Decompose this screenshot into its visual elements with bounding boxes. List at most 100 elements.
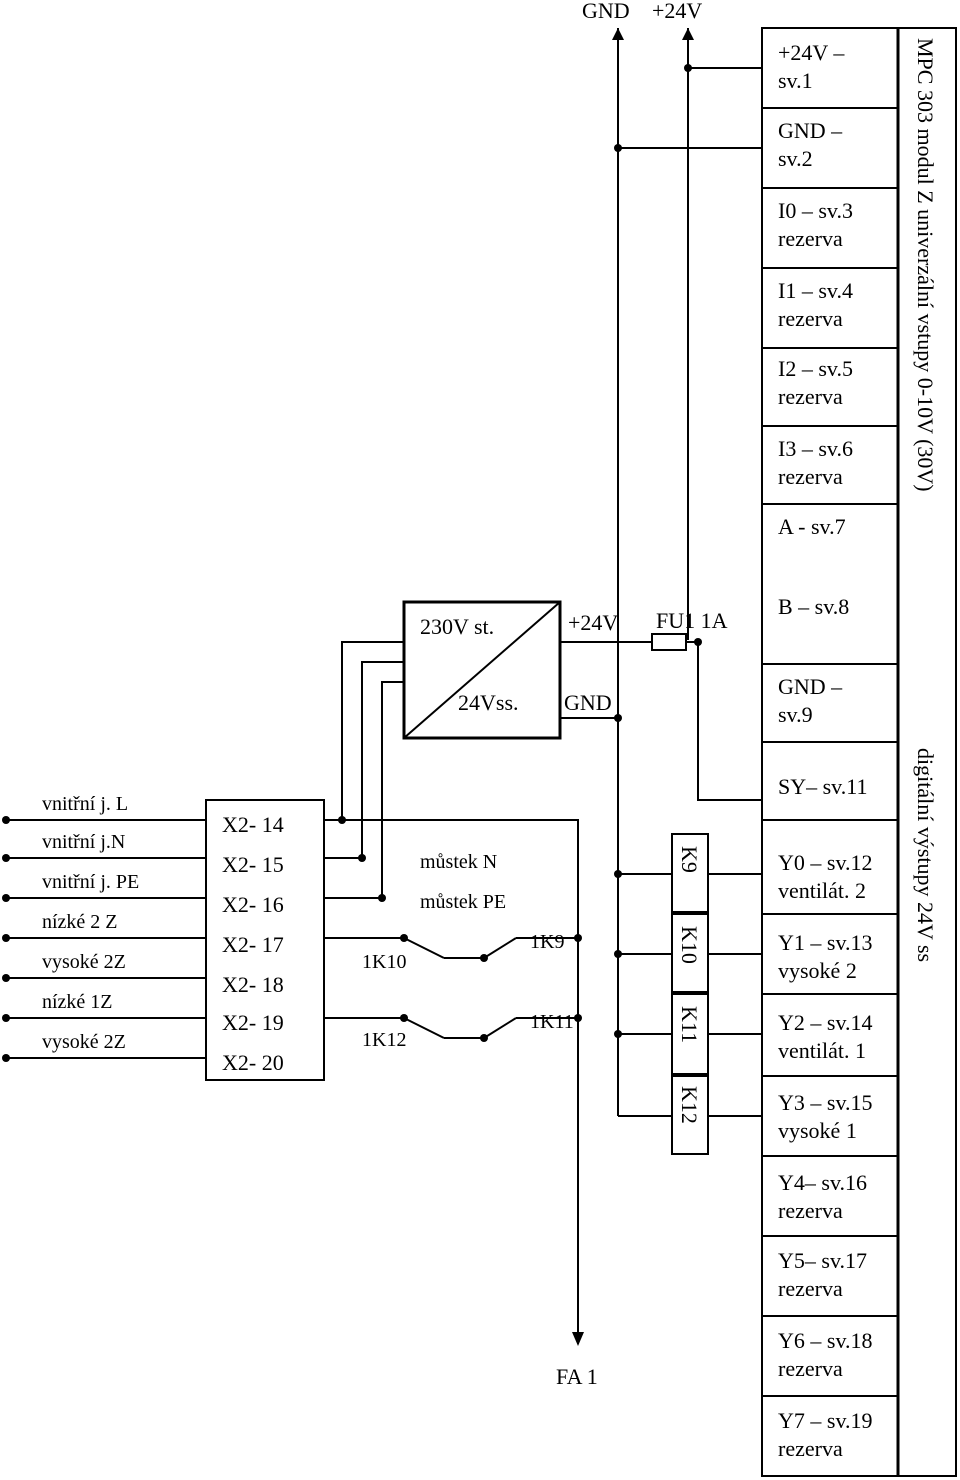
rail-24v-label: +24V — [652, 0, 702, 23]
junction-dot — [378, 894, 386, 902]
relay-label: K9 — [677, 846, 702, 873]
input-cell-line1: I3 – sv.6 — [778, 436, 853, 461]
contact-blade — [403, 937, 445, 959]
psu-ac-label: 230V st. — [420, 614, 494, 639]
terminal-label: X2- 16 — [222, 892, 284, 917]
gnd9-line2: sv.9 — [778, 702, 813, 727]
terminal-dot — [2, 1054, 10, 1062]
rail-gnd-arrow — [612, 28, 624, 40]
fuse-label: FU1 1A — [656, 608, 728, 633]
output-cell-line2: rezerva — [778, 1356, 843, 1381]
junction-dot — [684, 64, 692, 72]
input-cell-line1: GND – — [778, 118, 843, 143]
output-cell-line1: Y5– sv.17 — [778, 1248, 867, 1273]
terminal-dot — [2, 934, 10, 942]
terminal-dot — [2, 816, 10, 824]
terminal-label: X2- 20 — [222, 1050, 284, 1075]
psu-box — [402, 600, 562, 740]
junction-dot — [574, 1014, 582, 1022]
junction-dot — [574, 934, 582, 942]
output-cell-line2: vysoké 2 — [778, 958, 857, 983]
relay-label: K11 — [677, 1006, 702, 1043]
fa1-label: FA 1 — [556, 1364, 598, 1389]
mpc-module: MPC 303 modul Z univerzální vstupy 0-10V… — [761, 27, 957, 1477]
output-cell-line1: Y3 – sv.15 — [778, 1090, 873, 1115]
contact-label-1k11: 1K11 — [530, 1011, 574, 1033]
rail-gnd-label: GND — [582, 0, 630, 23]
a-terminal-label: A - sv.7 — [778, 514, 846, 539]
wire-l-to-fa1 — [324, 819, 579, 1344]
contact-blade — [483, 1017, 517, 1039]
input-label: nízké 2 Z — [42, 911, 118, 933]
contact-label-1k9: 1K9 — [530, 931, 564, 953]
output-cell-line1: Y0 – sv.12 — [778, 850, 873, 875]
input-cell-line1: I2 – sv.5 — [778, 356, 853, 381]
terminal-dot — [2, 974, 10, 982]
terminal-block-border — [205, 799, 325, 1081]
input-label: vysoké 2Z — [42, 1031, 126, 1053]
wire-ac-pe — [381, 681, 404, 898]
contact-label-1k12: 1K12 — [362, 1029, 406, 1051]
input-cell-line1: I1 – sv.4 — [778, 278, 853, 303]
psu-diagonal — [403, 601, 561, 739]
relay-label: K12 — [677, 1086, 702, 1124]
input-cell-line2: rezerva — [778, 226, 843, 251]
wire-ac-n — [361, 661, 404, 858]
psu-plus-label: +24V — [568, 610, 618, 635]
wire-24v-to-sy — [697, 642, 762, 801]
terminal-label: X2- 18 — [222, 972, 284, 997]
output-cell-line1: SY– sv.11 — [778, 774, 867, 799]
output-cell-line2: rezerva — [778, 1198, 843, 1223]
terminal-label: X2- 19 — [222, 1010, 284, 1035]
input-cell-line2: rezerva — [778, 464, 843, 489]
junction-dot — [614, 870, 622, 878]
output-cell-line1: Y1 – sv.13 — [778, 930, 873, 955]
output-cell-line2: ventilát. 1 — [778, 1038, 866, 1063]
terminal-dot — [2, 894, 10, 902]
input-cell-line1: I0 – sv.3 — [778, 198, 853, 223]
junction-dot — [614, 950, 622, 958]
wire-ac-l — [341, 641, 404, 820]
input-label: nízké 1Z — [42, 991, 113, 1013]
module-outputs-title: digitální výstupy 24V ss — [913, 748, 938, 962]
output-cell-line2: vysoké 1 — [778, 1118, 857, 1143]
output-cell-line1: Y6 – sv.18 — [778, 1328, 873, 1353]
output-cell-line1: Y2 – sv.14 — [778, 1010, 873, 1035]
psu-gnd-label: GND — [564, 690, 612, 715]
output-cell-line1: Y7 – sv.19 — [778, 1408, 873, 1433]
rail-24v-arrow — [682, 28, 694, 40]
input-label: vnitřní j. L — [42, 793, 128, 815]
input-cell-line1: +24V – — [778, 40, 845, 65]
input-cell-line2: sv.1 — [778, 68, 813, 93]
input-wires: vnitřní j. L vnitřní j.N vnitřní j. PE n… — [2, 793, 206, 1062]
output-cell-line2: rezerva — [778, 1276, 843, 1301]
input-label: vnitřní j. PE — [42, 871, 139, 893]
junction-dot — [338, 816, 346, 824]
psu-dc-label: 24Vss. — [458, 690, 519, 715]
terminal-block-x2: X2- 14 X2- 15 X2- 16 X2- 17 X2- 18 X2- 1… — [205, 799, 325, 1081]
terminal-dot — [2, 1014, 10, 1022]
b-terminal-label: B – sv.8 — [778, 594, 849, 619]
fa1-arrow — [572, 1332, 584, 1346]
output-cell-line1: Y4– sv.16 — [778, 1170, 867, 1195]
junction-dot — [614, 1030, 622, 1038]
input-cell-line2: rezerva — [778, 306, 843, 331]
bridge-pe-label: můstek PE — [420, 891, 506, 913]
junction-dot — [358, 854, 366, 862]
module-outer-border — [761, 27, 957, 1477]
power-supply: 230V st. 24Vss. +24V GND FU1 1A — [341, 600, 762, 898]
contact-blade — [483, 937, 517, 959]
output-cell-line2: ventilát. 2 — [778, 878, 866, 903]
contact-blade — [403, 1017, 445, 1039]
contact-label-1k10: 1K10 — [362, 951, 406, 973]
input-label: vnitřní j.N — [42, 831, 125, 853]
bridge-n-label: můstek N — [420, 851, 497, 873]
relay-coils: K9 K10 K11 K12 — [614, 718, 762, 1155]
input-cell-line2: rezerva — [778, 384, 843, 409]
relay-label: K10 — [677, 926, 702, 964]
module-title: MPC 303 modul Z univerzální vstupy 0-10V… — [913, 38, 938, 492]
input-cell-line2: sv.2 — [778, 146, 813, 171]
terminal-label: X2- 15 — [222, 852, 284, 877]
terminal-label: X2- 14 — [222, 812, 284, 837]
